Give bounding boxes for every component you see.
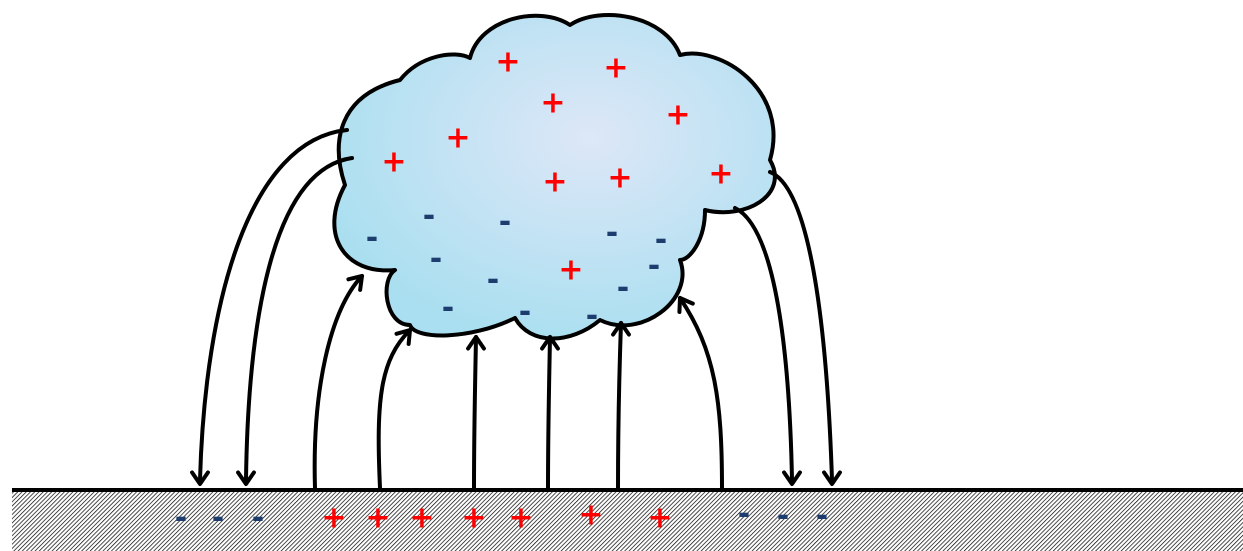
arrowhead-icon (346, 274, 364, 292)
charges-layer: ++++++++++------------+++++++------ (175, 45, 828, 536)
cloud-negative-charge: - (430, 242, 442, 277)
cloud-positive-charge: + (607, 161, 632, 196)
arrowhead-icon (677, 296, 695, 314)
cloud-positive-charge: + (603, 51, 628, 86)
cloud-positive-charge: + (665, 98, 690, 133)
field-line (244, 156, 354, 482)
ground-negative-charge: - (252, 501, 264, 536)
ground-negative-charge: - (175, 501, 187, 536)
ground-positive-charge: + (365, 501, 390, 536)
arrowhead-icon (394, 328, 412, 346)
cloud-positive-charge: + (540, 86, 565, 121)
arrowhead-icon (822, 470, 842, 486)
arrowhead-icon (190, 470, 210, 486)
cloud-negative-charge: - (442, 291, 454, 326)
ground-negative-charge: - (777, 499, 789, 534)
cloud-positive-charge: + (542, 165, 567, 200)
cloud-negative-charge: - (655, 223, 667, 258)
arrowhead-icon (540, 335, 560, 351)
arrowhead-icon (782, 470, 802, 486)
field-line (616, 321, 623, 490)
arrowhead-icon (236, 470, 256, 486)
cloud-negative-charge: - (423, 199, 435, 234)
ground-negative-charge: - (738, 497, 750, 532)
cloud-positive-charge: + (558, 253, 583, 288)
electric-field-lines (190, 128, 842, 490)
field-line (678, 296, 724, 490)
ground-positive-charge: + (321, 501, 346, 536)
arrowhead-icon (611, 321, 631, 337)
ground-negative-charge: - (816, 499, 828, 534)
cloud-negative-charge: - (519, 295, 531, 330)
ground (12, 490, 1243, 551)
ground-positive-charge: + (647, 501, 672, 536)
cloud-negative-charge: - (366, 221, 378, 256)
cloud-positive-charge: + (708, 157, 733, 192)
field-line (376, 328, 412, 490)
field-line (546, 335, 552, 490)
cloud-negative-charge: - (617, 271, 629, 306)
cloud-positive-charge: + (381, 145, 406, 180)
ground-positive-charge: + (409, 501, 434, 536)
field-line (472, 335, 478, 490)
cloud-negative-charge: - (499, 205, 511, 240)
cloud-negative-charge: - (606, 216, 618, 251)
field-line (733, 206, 794, 482)
field-line (312, 274, 364, 490)
ground-positive-charge: + (461, 501, 486, 536)
cloud-positive-charge: + (445, 121, 470, 156)
cloud-negative-charge: - (586, 299, 598, 334)
ground-negative-charge: - (212, 501, 224, 536)
arrowhead-icon (466, 335, 486, 351)
ground-positive-charge: + (578, 498, 603, 533)
field-line (768, 170, 834, 482)
cloud-negative-charge: - (648, 249, 660, 284)
field-line (198, 128, 349, 482)
cloud-negative-charge: - (487, 263, 499, 298)
ground-positive-charge: + (508, 501, 533, 536)
cloud-positive-charge: + (495, 45, 520, 80)
